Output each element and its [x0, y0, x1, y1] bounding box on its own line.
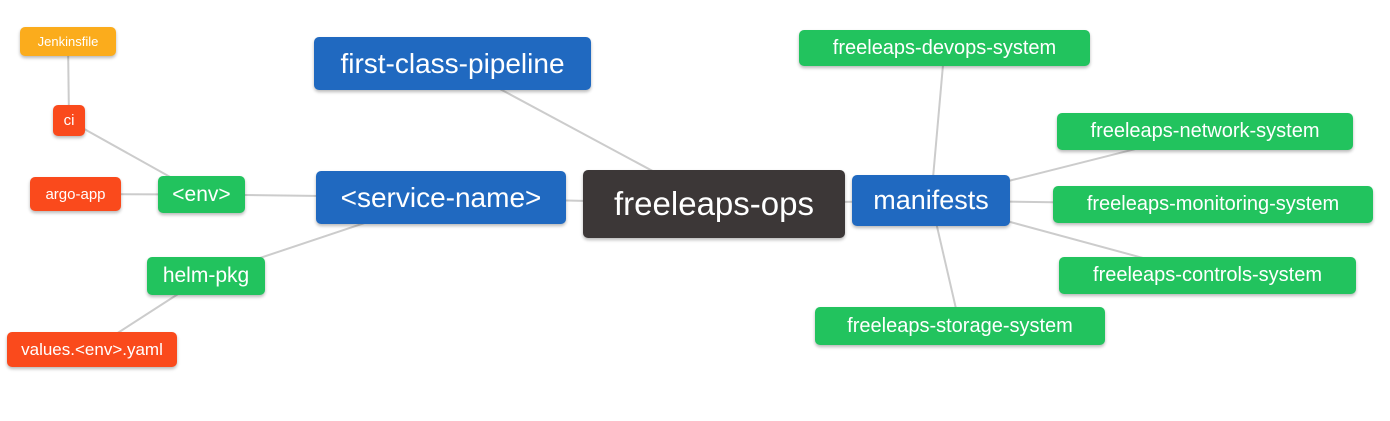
node-label: values.<env>.yaml	[21, 339, 163, 359]
node-freeleaps-devops-system[interactable]: freeleaps-devops-system	[799, 30, 1090, 66]
node-label: first-class-pipeline	[340, 47, 565, 79]
node-label: freeleaps-network-system	[1090, 120, 1320, 142]
node-label: <env>	[172, 182, 231, 206]
node-label: Jenkinsfile	[37, 34, 99, 49]
node-first-class-pipeline[interactable]: first-class-pipeline	[314, 37, 591, 90]
node-argo-app[interactable]: argo-app	[30, 177, 121, 211]
node-label: freeleaps-monitoring-system	[1086, 193, 1340, 215]
node-label: manifests	[873, 185, 989, 215]
node-env[interactable]: <env>	[158, 176, 245, 213]
node-label: freeleaps-controls-system	[1093, 264, 1322, 286]
node-freeleaps-network-system[interactable]: freeleaps-network-system	[1057, 113, 1353, 150]
node-label: freeleaps-storage-system	[847, 314, 1073, 337]
node-freeleaps-ops-root[interactable]: freeleaps-ops	[583, 170, 845, 238]
node-service-name[interactable]: <service-name>	[316, 171, 566, 224]
node-label: <service-name>	[340, 181, 542, 213]
node-freeleaps-storage-system[interactable]: freeleaps-storage-system	[815, 307, 1105, 345]
node-label: argo-app	[45, 185, 106, 203]
node-label: ci	[63, 112, 75, 129]
node-jenkinsfile[interactable]: Jenkinsfile	[20, 27, 116, 56]
node-freeleaps-controls-system[interactable]: freeleaps-controls-system	[1059, 257, 1356, 294]
node-ci[interactable]: ci	[53, 105, 85, 136]
node-label: freeleaps-ops	[614, 185, 814, 222]
node-helm-pkg[interactable]: helm-pkg	[147, 257, 265, 295]
node-label: helm-pkg	[162, 264, 250, 287]
node-values-env-yaml[interactable]: values.<env>.yaml	[7, 332, 177, 367]
node-label: freeleaps-devops-system	[832, 36, 1057, 59]
node-manifests[interactable]: manifests	[852, 175, 1010, 226]
node-freeleaps-monitoring-system[interactable]: freeleaps-monitoring-system	[1053, 186, 1373, 223]
